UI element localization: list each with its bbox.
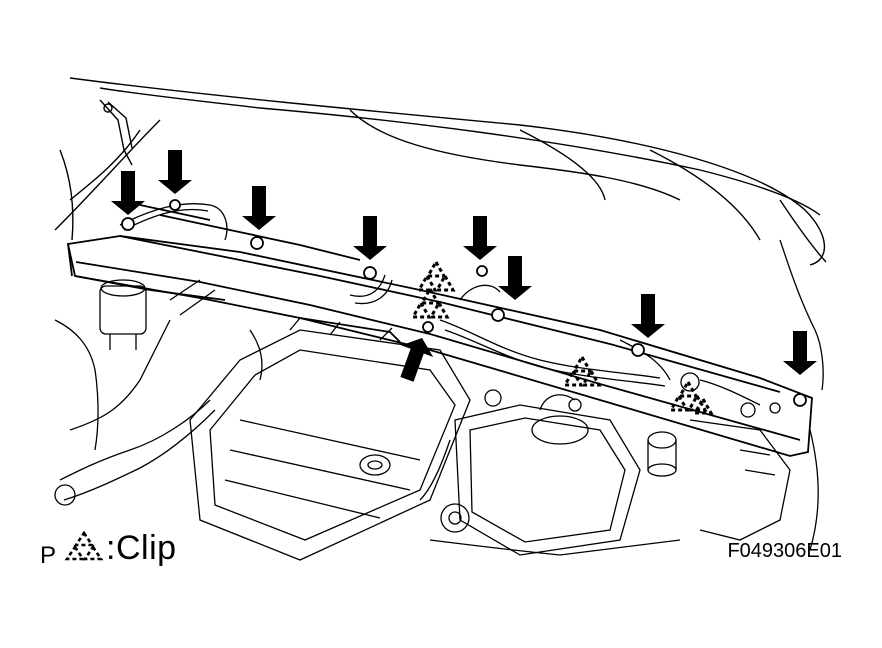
down-arrow-icon bbox=[463, 216, 497, 260]
clip-icon bbox=[419, 262, 453, 290]
view-prefix: P bbox=[40, 542, 57, 569]
down-arrow-icon bbox=[783, 331, 817, 375]
wire-harness bbox=[119, 203, 761, 406]
down-arrow-icon bbox=[158, 150, 192, 194]
figure-id: F049306E01 bbox=[727, 540, 842, 562]
dashed-triangle-cluster-icon bbox=[64, 531, 104, 561]
down-arrow-icon bbox=[242, 186, 276, 230]
engine-components bbox=[54, 239, 824, 561]
legend-separator: : bbox=[106, 528, 116, 567]
down-arrow-icon bbox=[631, 294, 665, 338]
down-arrow-icon bbox=[111, 171, 145, 215]
clip-legend: P : Clip bbox=[40, 528, 177, 570]
cowl-top-panel bbox=[66, 204, 813, 457]
down-arrow-icon bbox=[498, 256, 532, 300]
down-arrow-icon bbox=[353, 216, 387, 260]
hood-hinge bbox=[54, 99, 161, 241]
bolt-heads bbox=[121, 199, 807, 407]
hood-outline bbox=[69, 77, 827, 266]
legend-clip-label: Clip bbox=[115, 528, 177, 567]
